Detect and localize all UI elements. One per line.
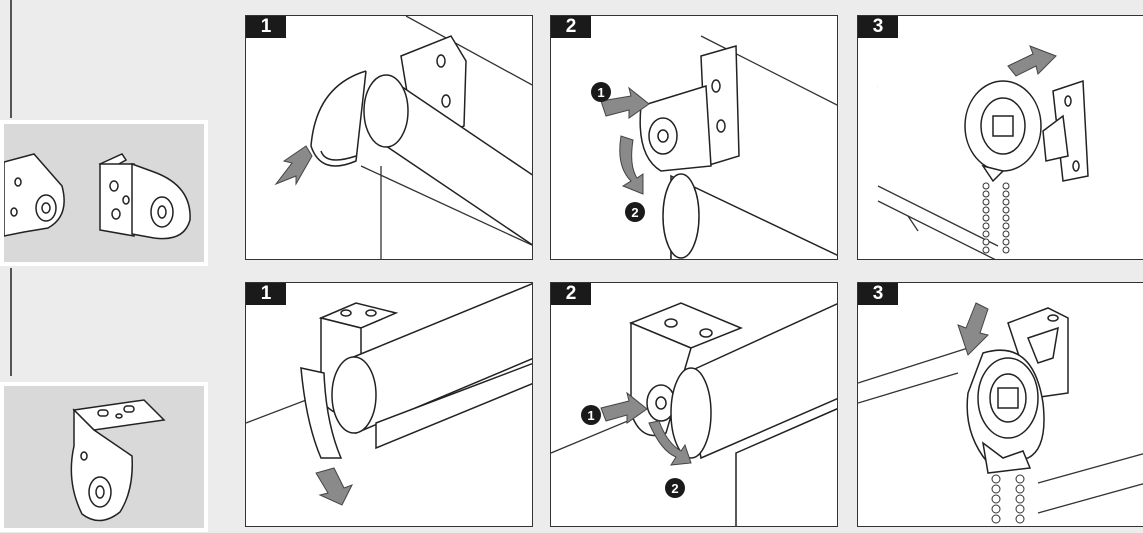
step-panel-row1-2: 2 1 2	[550, 15, 838, 260]
step-panel-row2-1: 1	[245, 282, 533, 527]
push-arrow	[600, 86, 650, 119]
step-badge: 1	[246, 283, 286, 305]
remove-roller-illustration-2	[858, 302, 1143, 524]
marker-2-label: 2	[671, 481, 678, 496]
remove-cover-illustration	[274, 16, 532, 259]
marker-2-label: 2	[631, 205, 638, 220]
step-badge: 2	[551, 283, 591, 305]
step-badge: 2	[551, 16, 591, 38]
marker-2	[665, 478, 685, 498]
hardware-box-top	[0, 120, 208, 266]
hardware-box-bottom	[0, 382, 208, 532]
marker-1	[581, 405, 601, 425]
marker-1-label: 1	[587, 408, 594, 423]
rotate-arrow-2	[648, 420, 692, 466]
bracket-illustration	[70, 399, 166, 522]
marker-1	[591, 82, 611, 102]
remove-cover-illustration-2	[246, 283, 532, 506]
unhook-bracket-illustration: 1 2	[591, 35, 837, 259]
marker-2	[625, 202, 645, 222]
pull-left-arrow	[274, 145, 313, 186]
step-panel-row1-3: 3	[857, 15, 1143, 260]
bracket-pair-illustration	[3, 153, 191, 240]
step-badge: 3	[858, 16, 898, 38]
step-panel-row2-2: 2 1 2	[550, 282, 838, 527]
left-rule-bottom	[10, 268, 12, 376]
pull-down-arrow	[315, 467, 354, 506]
marker-1-label: 1	[597, 85, 604, 100]
left-rule-top	[10, 0, 12, 118]
push-left-arrow	[957, 302, 989, 356]
step-badge: 1	[246, 16, 286, 38]
remove-roller-illustration	[877, 36, 1089, 259]
rotate-arrow	[619, 135, 644, 195]
push-arrow-2	[600, 391, 648, 424]
step-panel-row1-1: 1	[245, 15, 533, 260]
step-badge: 3	[858, 283, 898, 305]
unhook-bracket-illustration-2: 1 2	[551, 302, 837, 526]
push-right-arrow	[1007, 45, 1057, 77]
step-panel-row2-3: 3	[857, 282, 1143, 527]
